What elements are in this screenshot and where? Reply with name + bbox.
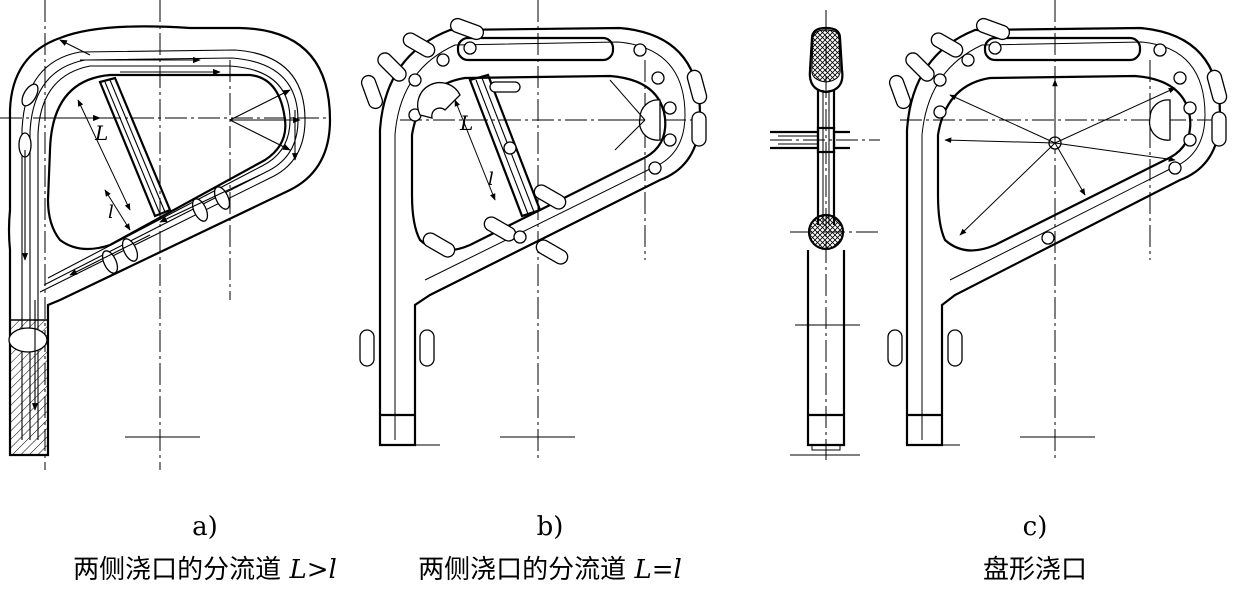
panel-b-drawing: L l bbox=[359, 0, 708, 460]
panel-a-caption: 两侧浇口的分流道 L>l bbox=[20, 555, 390, 585]
panel-c-label: c) bbox=[1022, 512, 1048, 542]
panel-a-label: a) bbox=[192, 512, 218, 542]
panel-b-caption: 两侧浇口的分流道 L=l bbox=[380, 555, 720, 585]
panel-c-drawing bbox=[887, 0, 1230, 460]
panel-c-caption: 盘形浇口 bbox=[982, 555, 1087, 585]
panel-b-caption-L: L bbox=[634, 555, 652, 585]
panel-b-dim-L: L bbox=[459, 111, 473, 135]
panel-a-dim-L: L bbox=[94, 121, 108, 145]
panel-a-caption-L: L bbox=[289, 555, 307, 585]
panel-a-caption-op: > bbox=[306, 555, 329, 585]
casting-gating-diagram: L l L l bbox=[0, 0, 1230, 470]
panel-b-caption-l: l bbox=[673, 555, 682, 585]
panel-b-caption-op: = bbox=[651, 555, 674, 585]
panel-b-caption-text: 两侧浇口的分流道 bbox=[418, 555, 635, 585]
panel-a-drawing: L l bbox=[0, 0, 332, 470]
panel-a-caption-text: 两侧浇口的分流道 bbox=[73, 555, 290, 585]
panel-a-dim-l: l bbox=[108, 202, 114, 223]
panel-a-caption-l: l bbox=[328, 555, 337, 585]
panel-b-dim-l: l bbox=[488, 169, 494, 190]
side-view-drawing bbox=[770, 10, 880, 460]
panel-b-label: b) bbox=[536, 512, 564, 542]
